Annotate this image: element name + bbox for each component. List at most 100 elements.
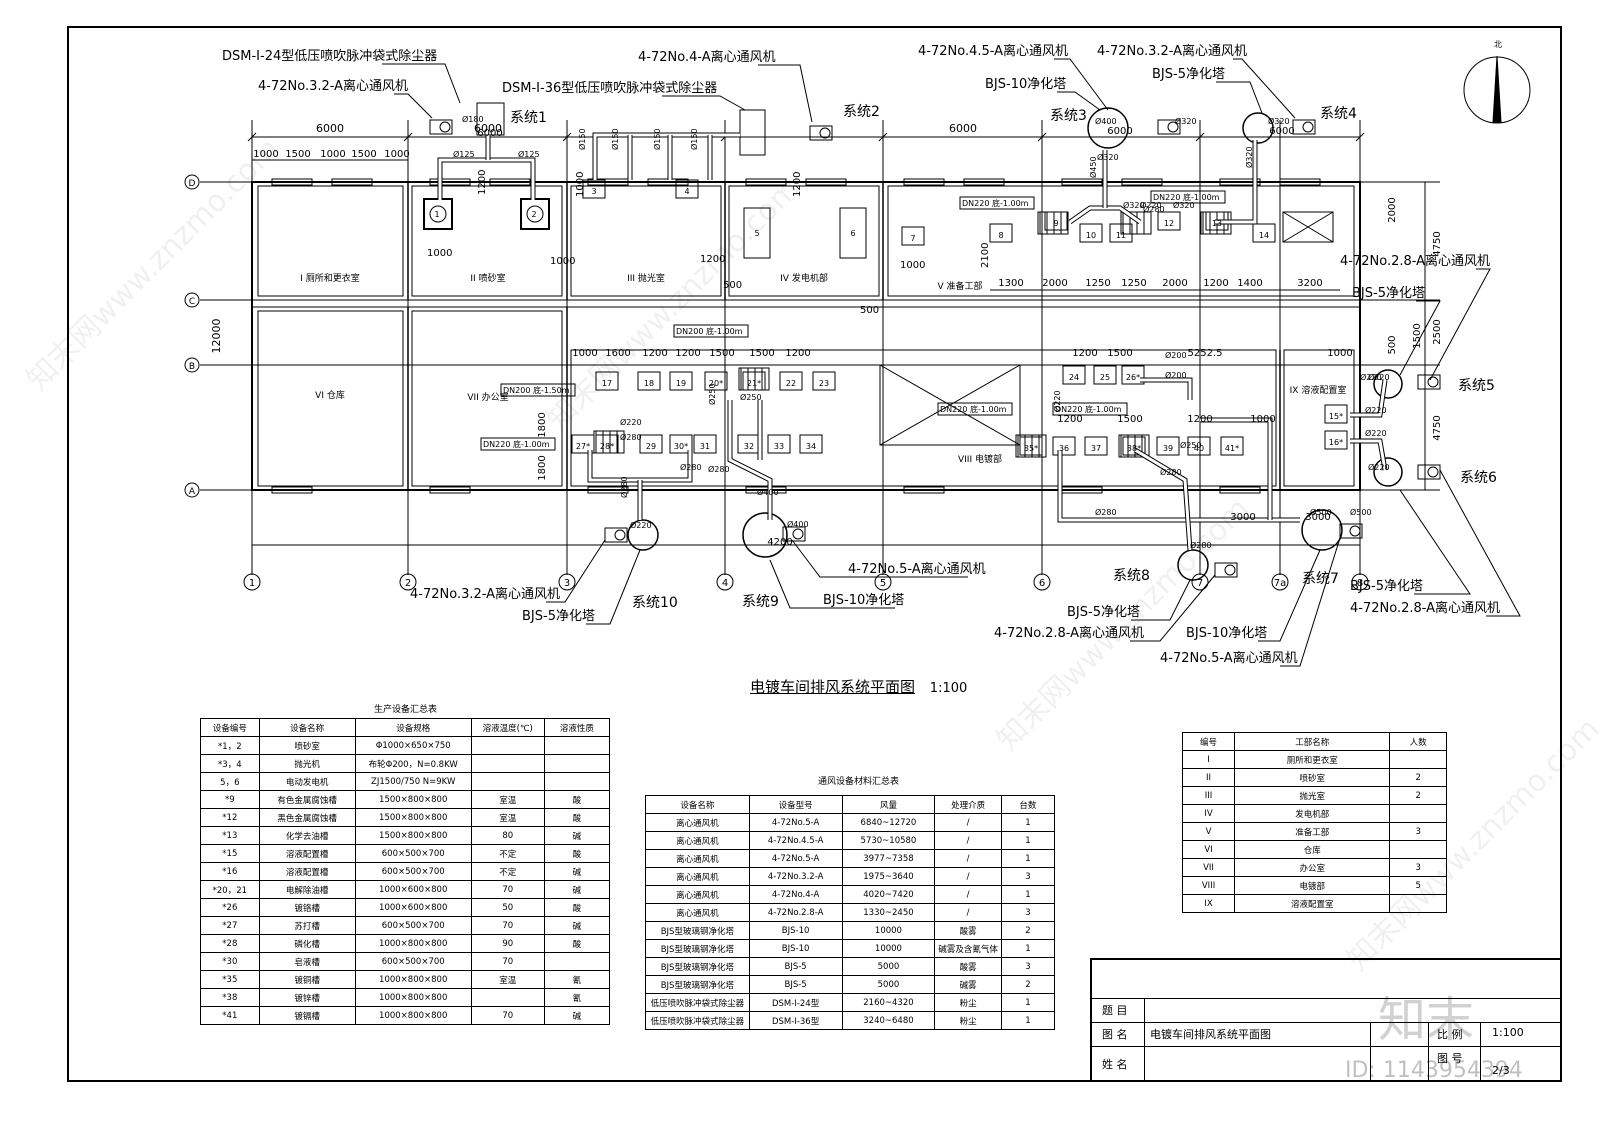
room-box: [257, 185, 404, 297]
table-cell: 化学去油槽: [258, 826, 356, 845]
equipment-tag: 9: [1053, 219, 1058, 228]
table-cell: 电镀部: [1234, 876, 1391, 895]
table-cell: 1: [1000, 831, 1056, 850]
tank-outline: [738, 367, 770, 391]
table-cell: 2: [1000, 921, 1056, 940]
fan-wheel: [819, 127, 831, 139]
duct-size: Ø150: [577, 128, 587, 150]
tb-label-drawing: 图 名: [1102, 1028, 1128, 1041]
dimension-text: 3000: [1305, 512, 1330, 523]
duct-system9: [727, 400, 773, 520]
system-label: 系统6: [1460, 470, 1497, 486]
table-cell: 电动发电机: [258, 772, 356, 791]
table-cell: 室温: [470, 808, 545, 827]
system-label: 系统2: [843, 104, 880, 120]
fan-housing: [1292, 119, 1316, 135]
leader-line: [758, 64, 813, 123]
equipment-tag: 22: [786, 379, 796, 388]
room-label: VII 办公室: [467, 391, 508, 403]
table-cell: /: [934, 867, 1002, 886]
dimension-text: 6000: [316, 122, 344, 135]
purification-tower: [627, 519, 659, 551]
table-cell: 发电机部: [1234, 804, 1391, 823]
tank-outline: [1015, 434, 1047, 458]
fan-housing: [809, 125, 833, 141]
purification-tower: [1087, 107, 1129, 149]
duct-size: Ø220: [1052, 390, 1062, 412]
fan-housing: [1417, 464, 1441, 480]
equipment-box: [1062, 365, 1086, 385]
table-cell: 50: [470, 898, 545, 917]
duct-size: Ø450: [1088, 156, 1098, 178]
axis-bubble: [243, 573, 261, 591]
equipment-box: [1324, 430, 1348, 450]
table-cell: IX: [1181, 894, 1236, 913]
table-cell: 离心通风机: [645, 903, 750, 922]
purification-tower: [742, 512, 788, 558]
equipment-box: [1324, 404, 1348, 424]
table-cell: [470, 772, 545, 791]
room-label: VIII 电镀部: [958, 453, 1002, 465]
equipment-tag: 25: [1100, 373, 1110, 382]
table-cell: 1: [1000, 885, 1056, 904]
duct-size: Ø320: [1175, 116, 1197, 126]
duct-system8: [1140, 378, 1192, 400]
dimension-text: 1500: [749, 348, 774, 359]
equipment-callout: 4-72No.4-A离心通风机: [638, 49, 776, 65]
equipment-box: [1019, 436, 1043, 456]
room-box: [570, 349, 1277, 487]
leader-line: [1131, 579, 1191, 621]
table-cell: *26: [200, 898, 260, 917]
equipment-callout: BJS-5净化塔: [1350, 579, 1423, 594]
room-label: III 抛光室: [627, 272, 665, 284]
table-header-cell: 设备名称: [258, 718, 356, 737]
hatched-tank: [1118, 434, 1150, 458]
dimension-text: 1400: [1237, 278, 1262, 289]
axis-bubble: [1351, 573, 1369, 591]
equipment-callout: DSM-I-36型低压喷吹脉冲袋式除尘器: [502, 81, 717, 96]
table-cell: 镀铜槽: [258, 970, 356, 989]
axis-bubble: [399, 573, 417, 591]
table-cell: 离心通风机: [645, 885, 750, 904]
leader-line: [1399, 489, 1471, 595]
room-box: [1283, 349, 1355, 487]
table-cell: *20，21: [200, 880, 260, 899]
equipment-callout: 4-72No.5-A离心通风机: [1160, 650, 1298, 666]
duct-size: Ø320: [1244, 146, 1254, 168]
centrifugal-fan: [1292, 119, 1316, 135]
table-cell: 氰: [543, 988, 611, 1007]
dimension-tick: [878, 132, 888, 142]
table-cell: 70: [470, 1006, 545, 1025]
equipment-box: [743, 207, 771, 259]
table-cell: 不定: [470, 844, 545, 863]
system-label: 系统7: [1302, 571, 1339, 587]
dimension-text: 1800: [537, 455, 548, 480]
tb-drawing-name: 电镀车间排风系统平面图: [1150, 1028, 1271, 1041]
table-cell: BJS型玻璃钢净化塔: [645, 957, 750, 976]
table-cell: [543, 754, 611, 773]
dimension-text: 500: [723, 280, 742, 291]
table-cell: *30: [200, 952, 260, 971]
fan-wheel: [792, 528, 804, 540]
drain-box: [480, 437, 556, 451]
drain-label: DN220 底-1.00m: [1055, 404, 1122, 414]
hatched-tank: [1037, 211, 1069, 235]
equipment-box: [669, 434, 693, 454]
room-box: [411, 310, 563, 487]
equipment-box: [637, 371, 661, 391]
duct-size: Ø250: [740, 392, 762, 402]
table-cell: [470, 988, 545, 1007]
table-header-row: 设备编号设备名称设备规格溶液温度(℃)溶液性质: [200, 718, 611, 737]
table-cell: 90: [470, 934, 545, 953]
table-cell: 10000: [841, 939, 936, 958]
equipment-callout: BJS-10净化塔: [985, 77, 1066, 92]
dimension-text: 1500: [285, 149, 310, 160]
axis-bubble: [1271, 573, 1289, 591]
equipment-callout: BJS-10净化塔: [1186, 626, 1267, 641]
table-cell: 离心通风机: [645, 867, 750, 886]
